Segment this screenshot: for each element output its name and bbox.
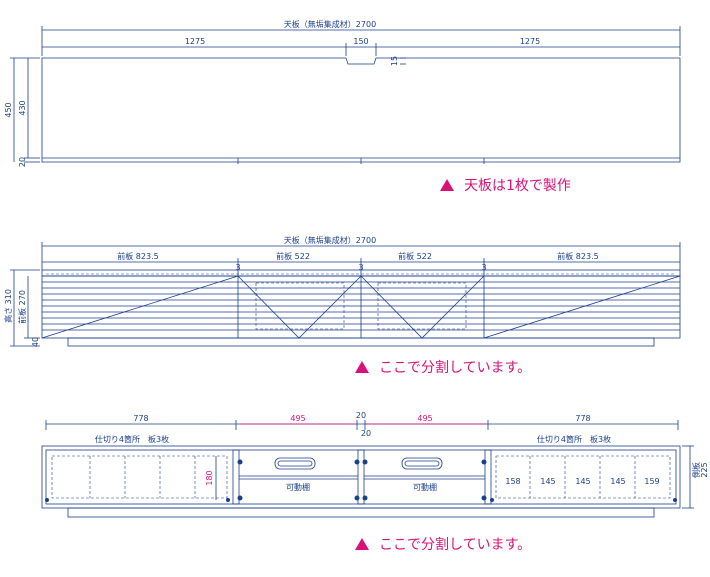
top-center-width: 150 <box>353 37 368 46</box>
shelf-left-label: 可動棚 <box>286 482 310 492</box>
width-mid-right-label: 495 <box>417 414 432 423</box>
spacing-label: 158 <box>505 477 520 486</box>
section-left-label: 仕切り4箇所 板3枚 <box>95 434 169 444</box>
top-left-width: 1275 <box>185 37 205 46</box>
notch-depth-label: 15 <box>390 56 399 66</box>
panel-mid-left-label: 前板 522 <box>276 251 310 261</box>
panel-left-label: 前板 823.5 <box>117 251 158 261</box>
front-split-note: ここで分割しています。 <box>355 357 531 377</box>
interior-elevation-view <box>41 420 694 518</box>
top-right-width: 1275 <box>520 37 540 46</box>
interior-split-note: ここで分割しています。 <box>355 534 531 554</box>
top-plan-view <box>10 26 681 164</box>
gap-center-label: 3 <box>358 263 363 272</box>
spacing-label: 145 <box>575 477 590 486</box>
height-total-label: 高さ 310 <box>3 289 13 323</box>
gap-right-label: 3 <box>481 263 486 272</box>
hinge-marks <box>45 459 677 502</box>
warning-triangle-icon <box>355 361 369 373</box>
section-right-label: 仕切り4箇所 板3枚 <box>537 434 611 444</box>
depth-main-label: 430 <box>18 100 27 115</box>
gap-top-label: 20 <box>356 411 366 420</box>
side-board-value: 225 <box>700 462 709 477</box>
interior-hidden-lines <box>51 455 671 499</box>
inner-height-label: 180 <box>205 470 214 485</box>
interior-split-note-text: ここで分割しています。 <box>379 537 532 553</box>
shelf-right-label: 可動棚 <box>413 482 437 492</box>
spacing-label: 159 <box>644 477 659 486</box>
front-elevation-view <box>10 242 681 347</box>
depth-edge-label: 20 <box>18 157 27 167</box>
side-board-label: 側板 <box>691 462 701 478</box>
base-height-label: 40 <box>31 337 40 347</box>
width-right-label: 778 <box>575 414 590 423</box>
front-split-note-text: ここで分割しています。 <box>379 360 532 376</box>
depth-total-label: 450 <box>4 102 13 117</box>
warning-triangle-icon <box>440 179 454 191</box>
width-mid-left-label: 495 <box>290 414 305 423</box>
front-total-label: 天板（無垢集成材）2700 <box>284 235 376 245</box>
front-hidden-lines <box>46 273 676 330</box>
top-board-note-text: 天板は1枚で製作 <box>464 178 571 194</box>
warning-triangle-icon <box>355 538 369 550</box>
top-board-note: 天板は1枚で製作 <box>440 175 571 195</box>
panel-right-label: 前板 823.5 <box>557 251 598 261</box>
spacing-label: 145 <box>610 477 625 486</box>
top-total-label: 天板（無垢集成材）2700 <box>284 19 376 29</box>
gap-left-label: 3 <box>235 263 240 272</box>
width-left-label: 778 <box>133 414 148 423</box>
panel-mid-right-label: 前板 522 <box>398 251 432 261</box>
gap-bottom-label: 20 <box>361 429 371 438</box>
front-height-label: 前板 270 <box>17 290 27 324</box>
spacing-label: 145 <box>540 477 555 486</box>
